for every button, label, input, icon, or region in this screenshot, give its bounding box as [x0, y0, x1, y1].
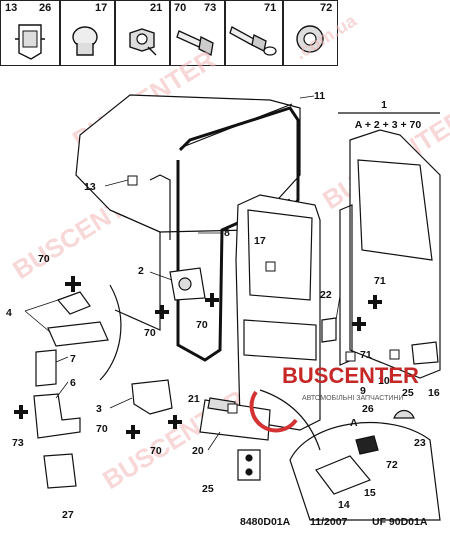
part-label: 26 [39, 2, 52, 14]
parts-header: 13 26 17 21 70 73 [0, 0, 450, 68]
callout-23: 23 [414, 437, 426, 449]
callout-2: 2 [138, 265, 144, 277]
callout-70: 70 [38, 253, 50, 265]
callout-25: 25 [202, 483, 214, 495]
callout-26: 26 [362, 403, 374, 415]
callout-labels: 11 13 8 17 2 70 4 70 70 7 6 3 73 70 70 2… [6, 90, 440, 521]
callout-20: 20 [192, 445, 204, 457]
fastener-markers [14, 276, 382, 439]
buscenter-logo: BUSCENTER АВТОМОБІЛЬНІ ЗАПЧАСТИНИ [249, 363, 419, 433]
part-cell-clip: 13 26 [0, 0, 60, 66]
part-label: 17 [95, 2, 108, 14]
callout-7: 7 [70, 353, 76, 365]
svg-text:BUSCENTER: BUSCENTER [282, 363, 419, 388]
callout-71: 71 [374, 275, 386, 287]
callout-22: 22 [320, 289, 332, 301]
callout-27: 27 [62, 509, 74, 521]
plug-icon [72, 26, 98, 56]
position-markers [127, 175, 400, 414]
part-cell-bolt: 70 73 [170, 0, 225, 66]
part-label: 71 [264, 2, 277, 14]
callout-9: 9 [360, 385, 366, 397]
grommet-icon [296, 25, 324, 53]
callout-71: 71 [360, 349, 372, 361]
bolt-icon [176, 30, 214, 56]
callout-70: 70 [150, 445, 162, 457]
callout-70: 70 [196, 319, 208, 331]
callout-16: 16 [428, 387, 440, 399]
part-cell-nut: 21 [115, 0, 170, 66]
footer-code: UF 90D01A [372, 516, 428, 528]
part-cell-plug: 17 [60, 0, 115, 66]
screw-icon [229, 26, 277, 56]
part-label: 21 [150, 2, 163, 14]
callout-4: 4 [6, 307, 12, 319]
part-cell-screw: 71 [225, 0, 283, 66]
callout-11: 11 [314, 90, 325, 102]
leader-lines [24, 95, 341, 451]
callout-70: 70 [96, 423, 108, 435]
svg-text:.com.ua: .com.ua [292, 10, 361, 64]
assembly-number: 1 [381, 99, 387, 111]
callout-17: 17 [254, 235, 266, 247]
footer-date: 11/2007 [310, 516, 348, 528]
van-body [33, 94, 441, 521]
callout-13: 13 [84, 181, 96, 193]
callout-10: 10 [378, 375, 390, 387]
svg-text:АВТОМОБІЛЬНІ ЗАПЧАСТИНИ: АВТОМОБІЛЬНІ ЗАПЧАСТИНИ [302, 395, 403, 402]
callout-25: 25 [402, 387, 414, 399]
nut-icon [129, 28, 157, 56]
part-label: 72 [320, 2, 333, 14]
callout-73: 73 [12, 437, 24, 449]
callout-14: 14 [338, 499, 350, 511]
callout-6: 6 [70, 377, 76, 389]
part-label: 70 [174, 2, 187, 14]
callout-72: 72 [386, 459, 398, 471]
footer-ref: 8480D01A [240, 516, 291, 528]
part-label: 73 [204, 2, 217, 14]
callout-15: 15 [364, 487, 376, 499]
callout-3: 3 [96, 403, 102, 415]
callout-21: 21 [188, 393, 200, 405]
part-cell-grommet: 72 [283, 0, 338, 66]
clip-icon [15, 24, 45, 60]
callout-8: 8 [224, 227, 230, 239]
assembly-formula: A + 2 + 3 + 70 [355, 119, 422, 131]
callout-A: A [350, 417, 358, 429]
callout-70: 70 [144, 327, 156, 339]
part-label: 13 [5, 2, 18, 14]
